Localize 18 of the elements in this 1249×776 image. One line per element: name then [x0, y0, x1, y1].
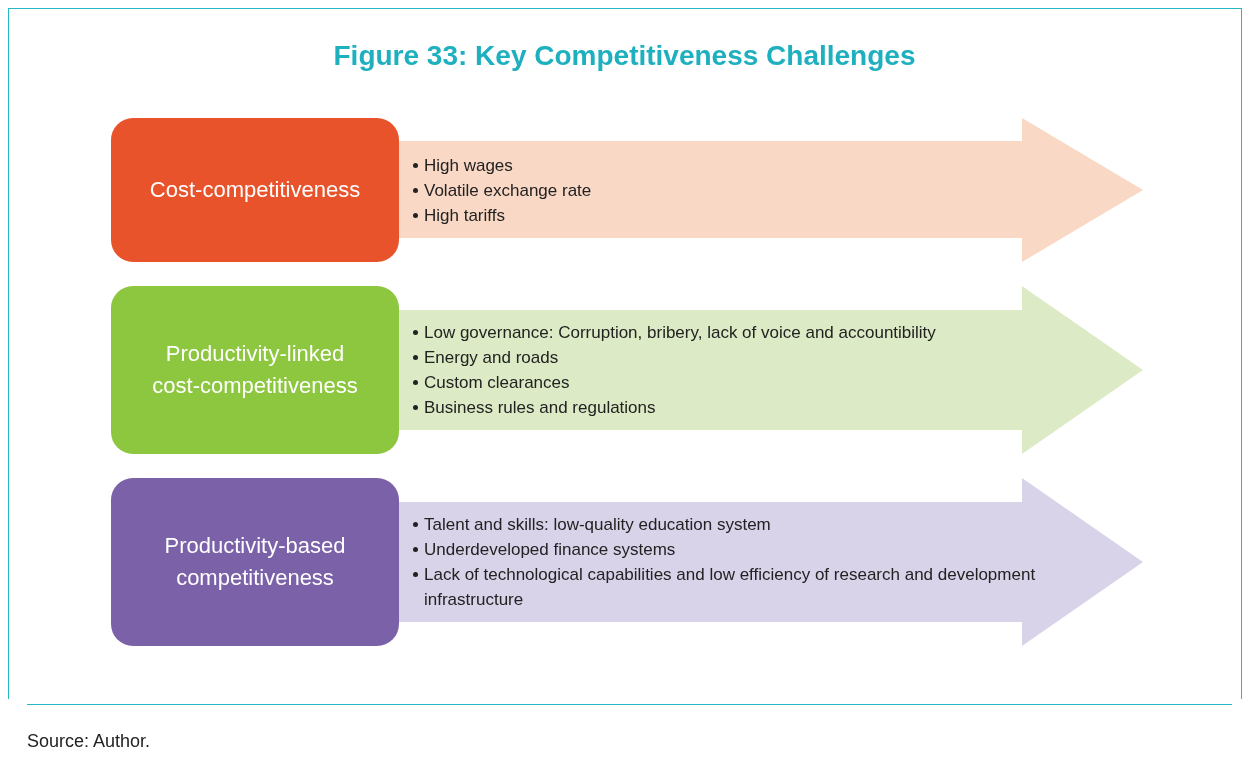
bullet-text: Energy and roads	[424, 348, 559, 367]
bullet-text: Custom clearances	[424, 373, 570, 392]
source-note: Source: Author.	[27, 731, 151, 752]
category-label: Productivity-based competitiveness	[163, 532, 347, 592]
bullet-text: Underdeveloped finance systems	[424, 540, 676, 559]
category-box	[111, 478, 399, 646]
bullet-text: Volatile exchange rate	[424, 180, 592, 200]
bullet-text: Business rules and regulations	[424, 398, 656, 417]
bullet-text: High tariffs	[424, 205, 505, 225]
category-box	[111, 286, 399, 454]
figure-title: Figure 33: Key Competitiveness Challenges	[332, 40, 917, 72]
bullet-text: Lack of technological capabilities and low efficiency of research and development infrastructure	[424, 565, 1036, 609]
category-label: Cost-competitiveness	[148, 176, 362, 204]
bullet-text: Low governance: Corruption, bribery, lack of voice and accountibility	[424, 323, 936, 342]
bullet-text: High wages	[424, 155, 513, 175]
category-label: Productivity-linked cost-competitiveness	[151, 340, 359, 400]
category-box	[111, 118, 399, 262]
bullet-text: Talent and skills: low-quality education system	[424, 515, 771, 534]
